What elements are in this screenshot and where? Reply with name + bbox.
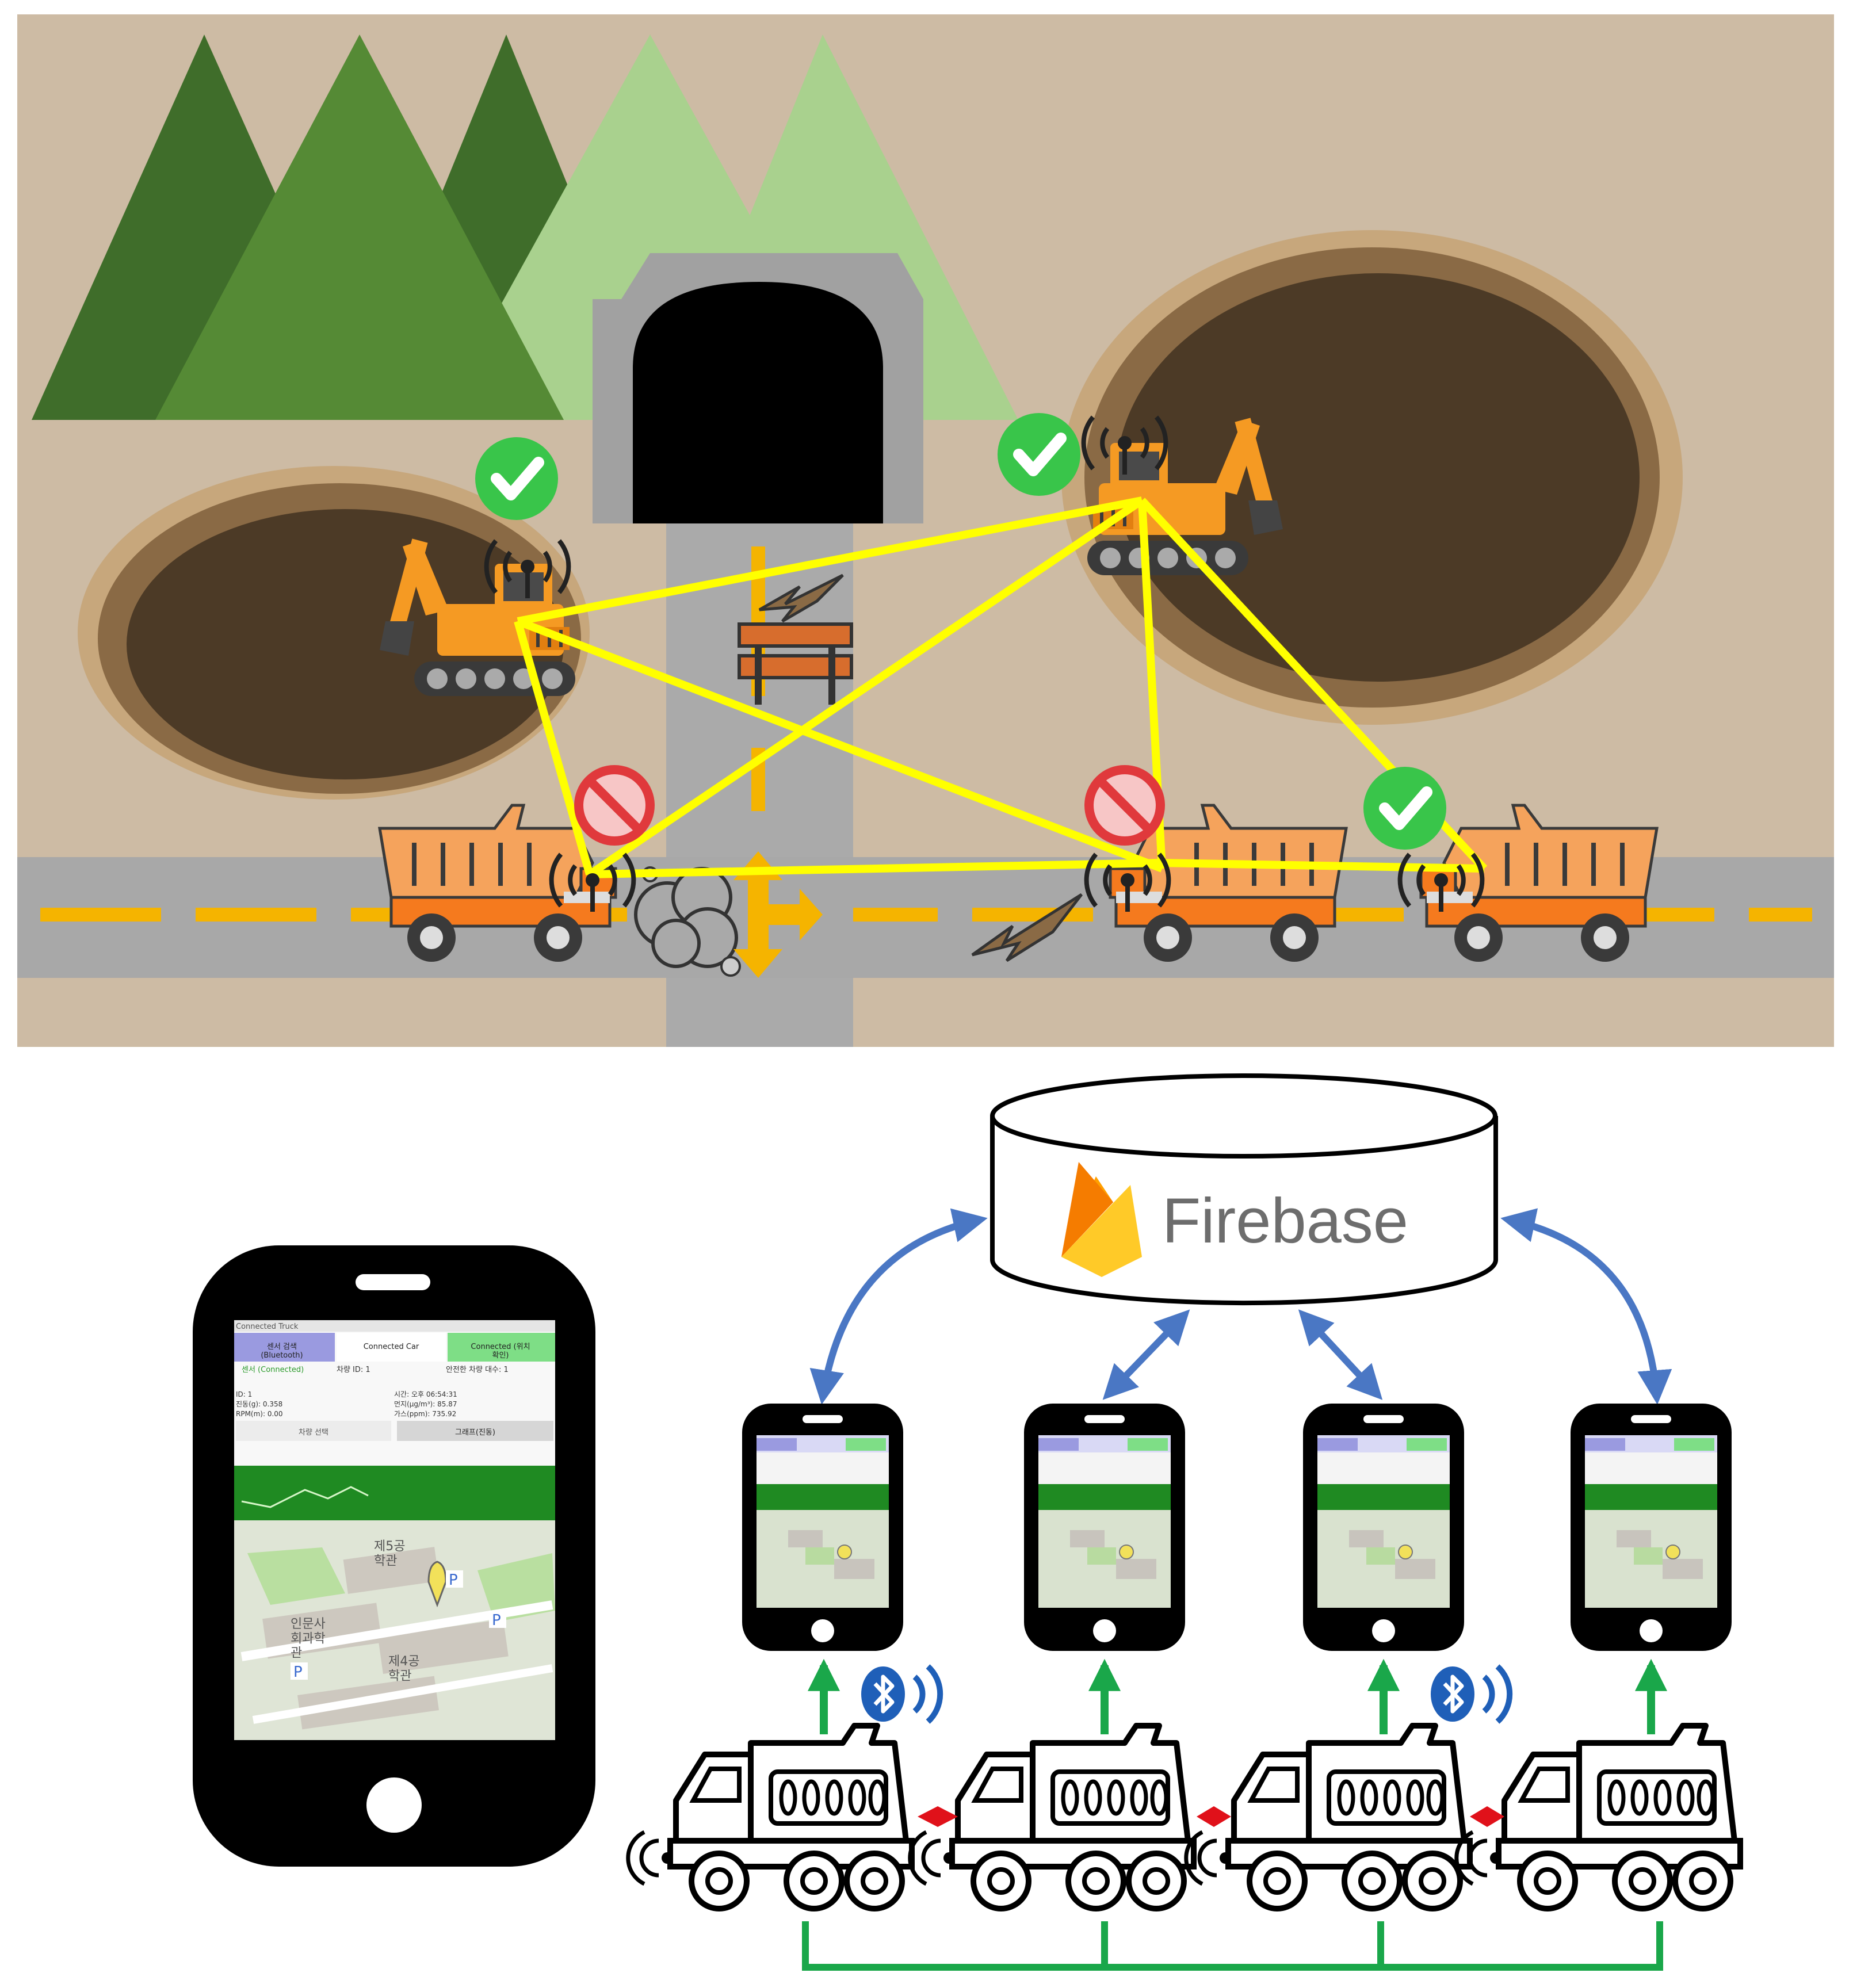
firebase-database: Firebase [990, 1073, 1498, 1306]
parking-icon: P [446, 1570, 463, 1589]
check-icon [1363, 767, 1446, 850]
smartphone-app: Connected Truck 센서 검색(Bluetooth) Connect… [193, 1245, 595, 1867]
graph-button[interactable] [397, 1421, 553, 1441]
dust-cloud-icon [634, 866, 741, 977]
smartphone-icon [1302, 1403, 1465, 1651]
prohibited-icon [1089, 770, 1160, 841]
bluetooth-icon [861, 1666, 940, 1722]
firebase-flame-icon [1061, 1162, 1142, 1277]
vehicle-id: 차량 ID: 1 [337, 1366, 370, 1374]
select-vehicle-label: 차량 선택 [299, 1428, 328, 1437]
tab-connected-location[interactable] [448, 1333, 555, 1362]
cloud-arrows [809, 1208, 1672, 1405]
app-window-title: Connected Truck [236, 1322, 299, 1331]
check-icon [475, 437, 558, 520]
prohibited-icon [579, 770, 650, 841]
reading-right-2: 가스(ppm): 735.92 [394, 1410, 456, 1418]
reading-right-0: 시간: 오후 06:54:31 [394, 1390, 457, 1398]
graph-label: 그래프(진동) [455, 1428, 495, 1437]
mountains [32, 35, 1018, 420]
vehicle-network-bus [802, 1921, 1663, 1971]
construction-site-scene [17, 14, 1834, 1047]
svg-text:P: P [449, 1572, 458, 1589]
tab-connected-car[interactable] [337, 1333, 446, 1362]
location-pin-icon[interactable] [427, 1561, 447, 1608]
status-connected: 센서 (Connected) [242, 1366, 304, 1374]
bluetooth-icon [1431, 1666, 1510, 1722]
vibration-line [241, 1486, 369, 1508]
smartphone-icon [1570, 1403, 1732, 1651]
uplink-arrows [808, 1658, 1667, 1734]
smartphone-icon [742, 1403, 904, 1651]
tab-label: 센서 검색(Bluetooth) [261, 1343, 303, 1360]
svg-text:P: P [293, 1664, 303, 1681]
tab-sensor-search[interactable] [234, 1333, 335, 1362]
smartphone-icon [1023, 1403, 1186, 1651]
crack-icon [971, 893, 1083, 962]
firebase-label: Firebase [1162, 1186, 1408, 1256]
crack-icon [758, 574, 844, 623]
reading-left-1: 진동(g): 0.358 [236, 1400, 282, 1408]
check-icon [998, 413, 1080, 496]
v2v-arrows [918, 1806, 1504, 1827]
parking-icon: P [291, 1662, 308, 1681]
road-barrier-icon [738, 622, 853, 705]
select-vehicle-button[interactable] [236, 1421, 391, 1441]
pit-left [78, 466, 590, 800]
parking-icon: P [489, 1611, 506, 1629]
safe-vehicle-count: 안전한 차량 대수: 1 [446, 1366, 509, 1374]
vibration-graph [234, 1466, 555, 1520]
svg-text:P: P [492, 1612, 501, 1629]
dump-truck-line-icon [628, 1726, 912, 1909]
reading-left-2: RPM(m): 0.00 [236, 1410, 283, 1418]
reading-left-0: ID: 1 [236, 1390, 252, 1398]
reading-right-1: 먼지(μg/m³): 85.87 [394, 1400, 457, 1408]
tab-label: Connected Car [364, 1343, 419, 1351]
